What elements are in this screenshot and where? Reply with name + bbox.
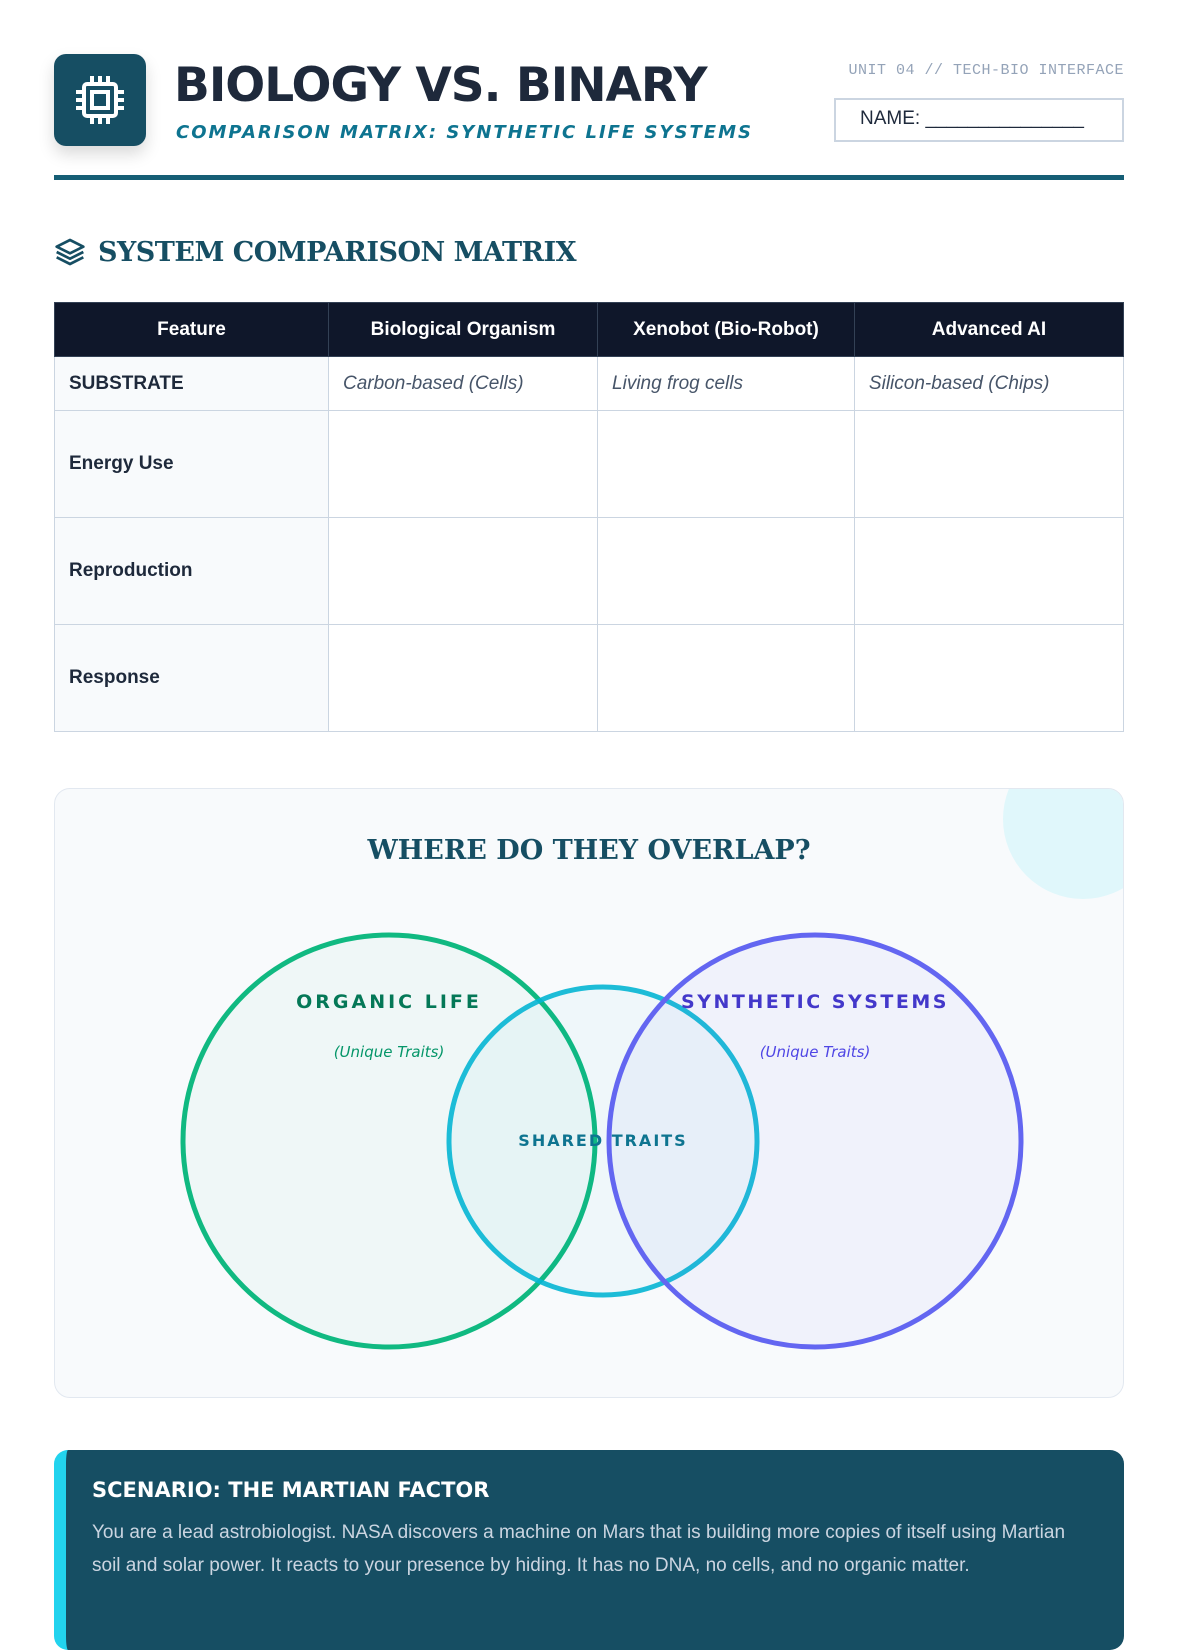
table-row: Energy Use: [54, 410, 1125, 518]
column-header: Advanced AI: [853, 302, 1125, 357]
answer-cell: Living frog cells: [597, 356, 855, 411]
shared-traits-label: SHARED TRAITS: [518, 1131, 687, 1150]
shared-traits-circle: [446, 984, 760, 1298]
venn-title: WHERE DO THEY OVERLAP?: [367, 835, 811, 866]
feature-cell: Reproduction: [54, 517, 329, 625]
table-row: Response: [54, 624, 1125, 732]
scenario-card: SCENARIO: THE MARTIAN FACTOR You are a l…: [54, 1450, 1124, 1650]
answer-cell[interactable]: [327, 410, 599, 518]
column-header: Xenobot (Bio-Robot): [597, 302, 855, 357]
table-row: SUBSTRATE Carbon-based (Cells) Living fr…: [54, 356, 1125, 411]
chip-icon: [54, 54, 146, 146]
synthetic-systems-label: SYNTHETIC SYSTEMS: [681, 991, 949, 1013]
answer-cell[interactable]: [853, 410, 1125, 518]
table-row: Reproduction: [54, 517, 1125, 625]
column-header: Feature: [54, 302, 329, 357]
answer-cell: Silicon-based (Chips): [853, 356, 1125, 411]
comparison-matrix: Feature Biological Organism Xenobot (Bio…: [54, 302, 1125, 732]
answer-cell[interactable]: [597, 410, 855, 518]
column-header: Biological Organism: [327, 302, 599, 357]
answer-cell[interactable]: [597, 624, 855, 732]
answer-cell[interactable]: [853, 624, 1125, 732]
organic-life-circle: [180, 932, 598, 1350]
organic-life-sub: (Unique Traits): [334, 1043, 445, 1061]
unit-label: UNIT 04 // TECH-BIO INTERFACE: [848, 62, 1124, 79]
scenario-title: SCENARIO: THE MARTIAN FACTOR: [92, 1478, 490, 1502]
venn-diagram-panel: WHERE DO THEY OVERLAP? ORGANIC LIFE (Uni…: [54, 788, 1124, 1398]
worksheet-header: BIOLOGY VS. BINARY COMPARISON MATRIX: SY…: [54, 54, 1124, 180]
matrix-section-heading: SYSTEM COMPARISON MATRIX: [54, 236, 577, 268]
page-title: BIOLOGY VS. BINARY: [174, 58, 708, 113]
layers-icon: [55, 238, 85, 266]
answer-cell[interactable]: [327, 517, 599, 625]
answer-cell[interactable]: [853, 517, 1125, 625]
name-field[interactable]: NAME: _______________: [834, 98, 1124, 142]
answer-cell[interactable]: [327, 624, 599, 732]
page-subtitle: COMPARISON MATRIX: SYNTHETIC LIFE SYSTEM…: [176, 122, 753, 143]
synthetic-systems-circle: [606, 932, 1024, 1350]
answer-cell: Carbon-based (Cells): [327, 356, 599, 411]
synthetic-systems-sub: (Unique Traits): [760, 1043, 871, 1061]
scenario-text: You are a lead astrobiologist. NASA disc…: [92, 1522, 1066, 1576]
feature-cell: Energy Use: [54, 410, 329, 518]
organic-life-label: ORGANIC LIFE: [296, 991, 482, 1013]
feature-cell: Response: [54, 624, 329, 732]
feature-cell: SUBSTRATE: [54, 356, 329, 411]
answer-cell[interactable]: [597, 517, 855, 625]
